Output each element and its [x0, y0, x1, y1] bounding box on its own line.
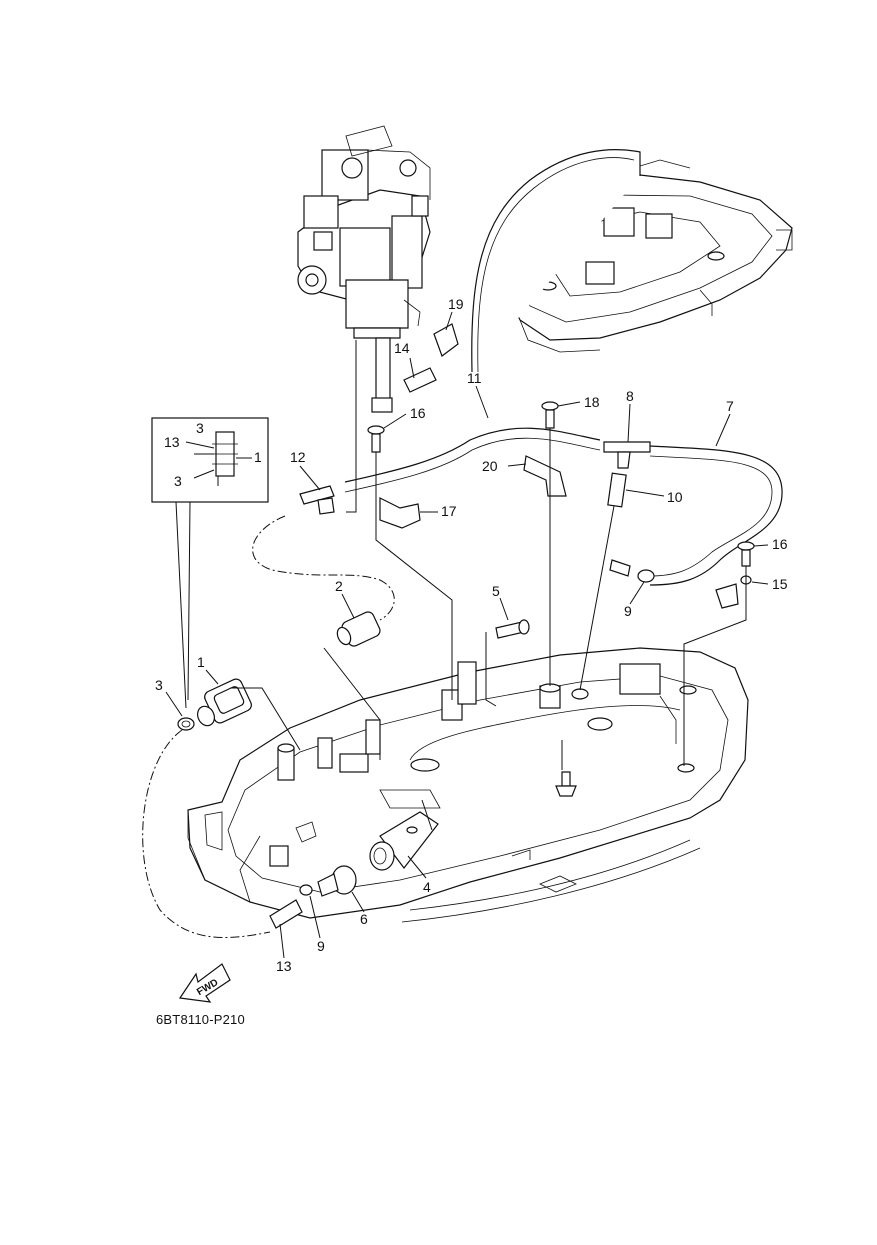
callout-13: 13 — [276, 958, 292, 974]
inset-callout-3-top: 3 — [196, 420, 204, 436]
callout-18: 18 — [584, 394, 600, 410]
bolt-18 — [541, 401, 559, 429]
callout-15: 15 — [772, 576, 788, 592]
clamp-9-upper — [637, 569, 655, 583]
diagram-code: 6BT8110-P210 — [156, 1012, 245, 1027]
grommet-2 — [336, 611, 381, 647]
inset-callouts: 3 13 1 3 — [164, 420, 262, 489]
flush-connector-4 — [369, 811, 439, 871]
inset-callout-3-bottom: 3 — [174, 473, 182, 489]
screw-5 — [495, 619, 530, 639]
callout-16-left: 16 — [410, 405, 426, 421]
callout-5: 5 — [492, 583, 500, 599]
bolt-16-left — [367, 425, 385, 453]
clamp-9-lower — [299, 884, 313, 896]
callout-9-lower: 9 — [317, 938, 325, 954]
callout-4: 4 — [423, 879, 431, 895]
callout-10: 10 — [667, 489, 683, 505]
inset-callout-13: 13 — [164, 434, 180, 450]
callout-16-right: 16 — [772, 536, 788, 552]
callout-7: 7 — [726, 398, 734, 414]
bolt-16-right — [737, 541, 755, 567]
callout-8: 8 — [626, 388, 634, 404]
callout-9-upper: 9 — [624, 603, 632, 619]
nipple-upper — [609, 559, 631, 577]
callout-12: 12 — [290, 449, 306, 465]
holder-17 — [379, 497, 421, 529]
holder-19 — [433, 323, 459, 357]
callout-2: 2 — [335, 578, 343, 594]
joint-8 — [603, 441, 651, 469]
callouts: 1 2 3 4 5 6 7 8 9 9 10 11 12 13 14 15 16… — [155, 296, 788, 974]
clip-3 — [177, 717, 195, 731]
grommet-1 — [197, 678, 252, 727]
joint-12 — [299, 485, 335, 515]
callout-20: 20 — [482, 458, 498, 474]
hose-nipple-6 — [317, 865, 357, 897]
fwd-arrow: FWD — [178, 963, 231, 1003]
callout-6: 6 — [360, 911, 368, 927]
bottom-cowling — [187, 647, 749, 923]
engine-assembly — [297, 125, 431, 413]
callout-19: 19 — [448, 296, 464, 312]
inset-detail — [151, 417, 269, 503]
inset-callout-1: 1 — [254, 449, 262, 465]
callout-3: 3 — [155, 677, 163, 693]
callout-17: 17 — [441, 503, 457, 519]
callout-11: 11 — [467, 370, 482, 386]
leader-lines — [175, 340, 747, 831]
hoses — [142, 149, 783, 938]
callout-1: 1 — [197, 654, 205, 670]
bracket-20 — [523, 455, 567, 497]
callout-14: 14 — [394, 340, 410, 356]
